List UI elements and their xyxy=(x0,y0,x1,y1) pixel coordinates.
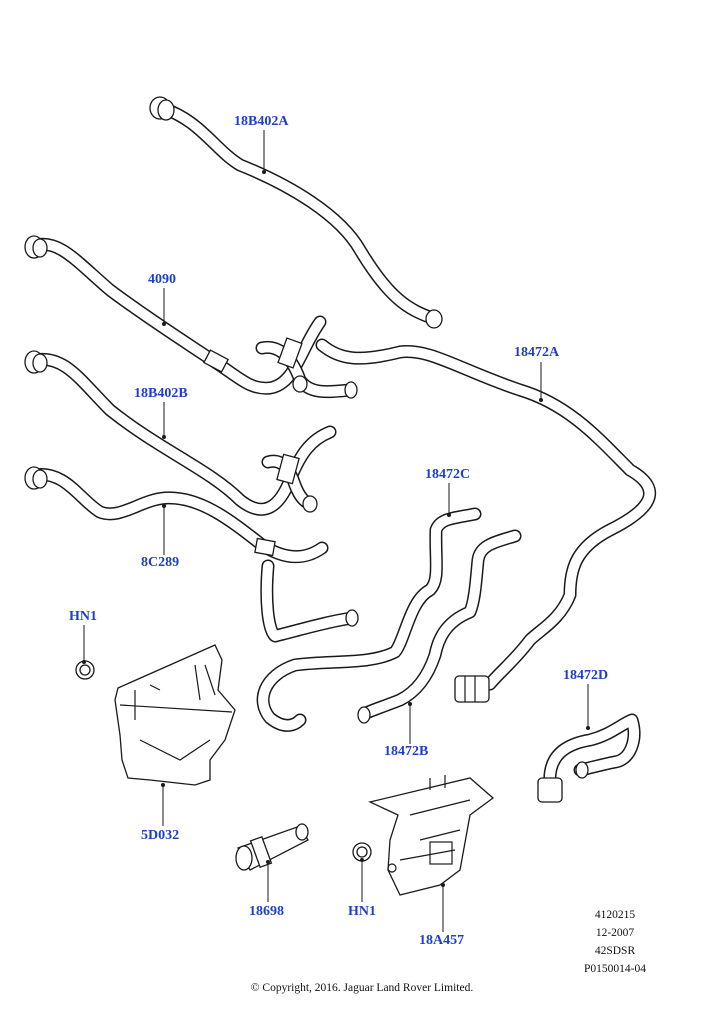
clip-hn1-left xyxy=(75,660,95,680)
hose-18b402a xyxy=(149,96,443,329)
hose-18472d xyxy=(537,713,641,803)
bracket-18a457 xyxy=(368,775,495,896)
callout-18a457: 18A457 xyxy=(419,933,465,948)
hose-18472c xyxy=(256,507,482,732)
heat-shield-5d032 xyxy=(114,644,236,786)
hose-4090 xyxy=(24,235,358,399)
reference-number: 4120215 xyxy=(594,909,636,921)
hose-18b402b xyxy=(24,350,337,516)
leader-lines xyxy=(82,130,590,932)
callout-8c289: 8C289 xyxy=(141,555,180,570)
callout-hn1-left: HN1 xyxy=(69,609,97,624)
reference-illustration-id: P0150014-04 xyxy=(584,963,646,975)
connector-18698 xyxy=(235,823,309,871)
callout-4090: 4090 xyxy=(148,272,176,287)
callout-18472a: 18472A xyxy=(514,345,560,360)
callout-5d032: 5D032 xyxy=(141,828,180,843)
hose-8c289 xyxy=(24,466,359,643)
hose-18472b xyxy=(357,529,522,724)
callout-18698: 18698 xyxy=(249,904,284,919)
callout-hn1-right: HN1 xyxy=(348,904,376,919)
callout-18472c: 18472C xyxy=(425,467,471,482)
callout-18472d: 18472D xyxy=(563,668,609,683)
copyright-notice: © Copyright, 2016. Jaguar Land Rover Lim… xyxy=(250,982,474,994)
reference-code: 42SDSR xyxy=(594,945,636,957)
callout-18b402b: 18B402B xyxy=(134,386,188,401)
hose-18472a xyxy=(315,338,657,703)
reference-date: 12-2007 xyxy=(595,927,635,939)
callout-18472b: 18472B xyxy=(384,744,429,759)
callout-18b402a: 18B402A xyxy=(234,114,289,129)
